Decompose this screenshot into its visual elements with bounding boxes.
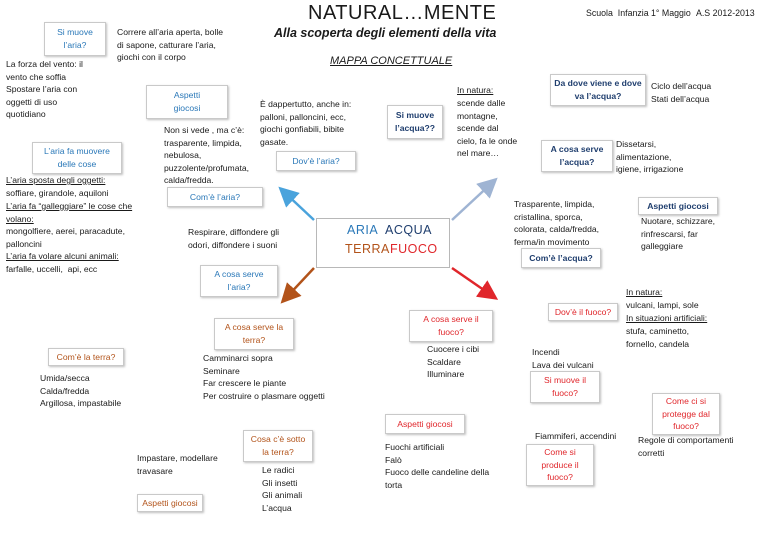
fuoco-serve-text: Cuocere i cibi Scaldare Illuminare: [427, 344, 480, 380]
fuoco-aspetti-text: Fuochi artificiali Falò Fuoco delle cand…: [385, 442, 490, 490]
acqua-serve-text: Dissetarsi, alimentazione, igiene, irrig…: [616, 139, 684, 175]
aria-si-muove-text: La forza del vento: il vento che soffia …: [6, 59, 83, 120]
acqua-natura-head: In natura:: [457, 85, 494, 95]
concept-map-heading: MAPPA CONCETTUALE: [330, 55, 453, 67]
aria-serve-box: A cosa serve l’aria?: [200, 265, 278, 297]
aria-muovere-text3: farfalle, uccelli, api, ecc: [6, 264, 98, 274]
aria-come-text: Non si vede , ma c’è: trasparente, limpi…: [164, 125, 250, 186]
acqua-aspetti-text: Nuotare, schizzare, rinfrescarsi, far ga…: [641, 216, 716, 252]
aria-aspetti-box: Aspetti giocosi: [146, 85, 228, 119]
fuoco-natura-text: vulcani, lampi, sole: [626, 300, 699, 310]
aria-muovere-text1: soffiare, girandole, aquiloni: [6, 188, 109, 198]
acqua-aspetti-box: Aspetti giocosi: [638, 197, 718, 215]
acqua-natura-text: scende dalle montagne, scende dal cielo,…: [457, 98, 518, 159]
arrow-terra: [280, 267, 315, 304]
school-year: A.S 2012-2013: [696, 8, 755, 18]
acqua-come-box: Com’è l’acqua?: [521, 248, 601, 268]
fuoco-situazioni-text: stufa, caminetto, fornello, candela: [626, 326, 690, 349]
terra-serve-text: Camminarci sopra Seminare Far crescere l…: [203, 353, 325, 401]
fuoco-produce-head: Fiammiferi, accendini: [535, 431, 617, 441]
aria-come-box: Com’è l’aria?: [167, 187, 263, 207]
terra-serve-box: A cosa serve la terra?: [214, 318, 294, 350]
center-acqua: ACQUA: [385, 223, 432, 237]
center-node: ARIA ACQUA TERRA FUOCO: [316, 218, 450, 268]
terra-sotto-text: Le radici Gli insetti Gli animali L’acqu…: [262, 465, 303, 513]
acqua-come-text: Trasparente, limpida, cristallina, sporc…: [514, 199, 600, 247]
fuoco-serve-box: A cosa serve il fuoco?: [409, 310, 493, 342]
page-title: NATURAL…MENTE: [308, 2, 497, 24]
acqua-dove-text: Ciclo dell’acqua Stati dell’acqua: [651, 81, 712, 104]
arrow-fuoco: [451, 266, 499, 300]
aria-si-muove-box: Si muove l’aria?: [44, 22, 106, 56]
page-subtitle: Alla scoperta degli elementi della vita: [274, 26, 497, 40]
center-aria: ARIA: [347, 223, 379, 237]
fuoco-situazioni-head: In situazioni artificiali:: [626, 313, 708, 323]
fuoco-protetti-box: Come ci si protegge dal fuoco?: [652, 393, 720, 435]
fuoco-aspetti-box: Aspetti giocosi: [385, 414, 465, 434]
fuoco-natura-head: In natura:: [626, 287, 663, 297]
terra-aspetti-box: Aspetti giocosi: [137, 494, 203, 512]
fuoco-dove-box: Dov’è il fuoco?: [548, 303, 618, 321]
acqua-dove-box: Da dove viene e dove va l’acqua?: [550, 74, 646, 106]
aria-muovere-box: L’aria fa muovere delle cose: [32, 142, 122, 174]
terra-come-text: Umida/secca Calda/fredda Argillosa, impa…: [40, 373, 122, 409]
aria-dove-box: Dov’è l’aria?: [276, 151, 356, 171]
acqua-serve-box: A cosa serve l’acqua?: [541, 140, 613, 172]
aria-aspetti-text: Correre all’aria aperta, bolle di sapone…: [117, 27, 224, 63]
center-terra: TERRA: [345, 242, 390, 256]
center-fuoco: FUOCO: [390, 242, 438, 256]
school-name: Scuola Infanzia 1° Maggio: [586, 8, 691, 18]
fuoco-dove-text: Incendi Lava dei vulcani: [532, 347, 594, 370]
arrow-aria: [278, 186, 315, 221]
fuoco-produce-box: Come si produce il fuoco?: [526, 444, 594, 486]
arrow-acqua: [451, 177, 498, 221]
terra-sotto-box: Cosa c’è sotto la terra?: [243, 430, 313, 462]
terra-aspetti-text: Impastare, modellare travasare: [137, 453, 218, 476]
aria-muovere-sub2: L’aria fa “galleggiare” le cose che vola…: [6, 201, 133, 224]
fuoco-si-muove-box: Si muove il fuoco?: [530, 371, 600, 403]
aria-muovere-text2: mongolfiere, aerei, paracadute, pallonci…: [6, 226, 125, 249]
terra-come-box: Com’è la terra?: [48, 348, 124, 366]
aria-dove-text: È dappertutto, anche in: palloni, pallon…: [260, 99, 352, 147]
aria-muovere-sub3: L’aria fa volare alcuni animali:: [6, 251, 119, 261]
acqua-si-muove-box: Si muove l’acqua??: [387, 105, 443, 139]
aria-serve-text: Respirare, diffondere gli odori, diffond…: [188, 227, 280, 250]
fuoco-protetti-text: Regole di comportamenti corretti: [638, 435, 734, 458]
aria-muovere-sub1: L’aria sposta degli oggetti:: [6, 175, 106, 185]
